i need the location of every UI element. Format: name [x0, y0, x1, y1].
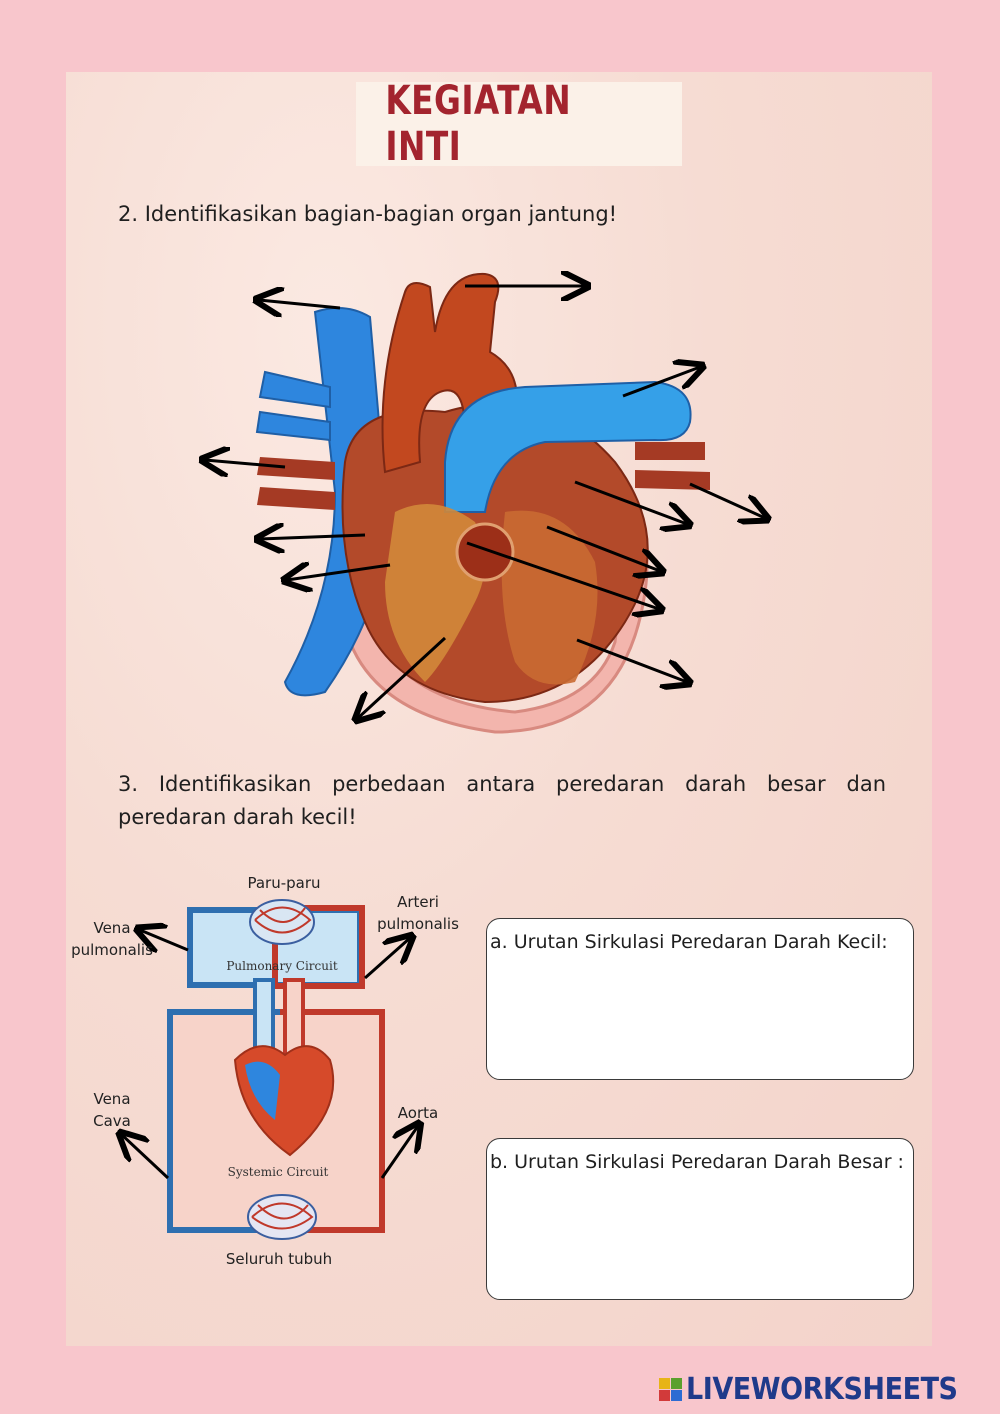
label-vena-pulmonalis: Vena pulmonalis: [62, 917, 162, 961]
label-vena-cava: Vena Cava: [62, 1088, 162, 1132]
answer-box-a[interactable]: a. Urutan Sirkulasi Peredaran Darah Keci…: [486, 918, 914, 1080]
label-arteri-pulmonalis: Arteri pulmonalis: [368, 891, 468, 935]
answer-box-b-label: b. Urutan Sirkulasi Peredaran Darah Besa…: [490, 1151, 904, 1173]
label-seluruh-tubuh: Seluruh tubuh: [214, 1248, 344, 1270]
liveworksheets-logo-icon: [659, 1378, 682, 1401]
brand-footer: LIVEWORKSHEETS: [659, 1372, 988, 1407]
question-3-line-2: peredaran darah kecil!: [118, 801, 357, 834]
label-vena-cava-line1: Vena: [62, 1088, 162, 1110]
label-arteri-pulmonalis-line2: pulmonalis: [368, 913, 468, 935]
pulmonary-veins-right: [635, 442, 710, 490]
body-capillaries: [248, 1195, 316, 1239]
label-vena-pulmonalis-line1: Vena: [62, 917, 162, 939]
heart-diagram: [195, 262, 785, 742]
pulmonary-circuit-label: Pulmonary Circuit: [226, 959, 338, 973]
label-paru-paru: Paru-paru: [234, 872, 334, 894]
label-vena-cava-line2: Cava: [62, 1110, 162, 1132]
answer-box-b[interactable]: b. Urutan Sirkulasi Peredaran Darah Besa…: [486, 1138, 914, 1300]
valve: [457, 524, 513, 580]
label-vena-pulmonalis-line2: pulmonalis: [62, 939, 162, 961]
answer-box-a-label: a. Urutan Sirkulasi Peredaran Darah Keci…: [490, 931, 888, 953]
page-title: KEGIATAN INTI: [385, 78, 652, 170]
label-aorta: Aorta: [368, 1102, 468, 1124]
brand-name: LIVEWORKSHEETS: [686, 1372, 958, 1407]
question-3-line-1: 3. Identifikasikan perbedaan antara pere…: [118, 768, 886, 801]
pulmonary-veins-left: [257, 372, 330, 440]
title-banner: KEGIATAN INTI: [356, 82, 682, 166]
label-arteri-pulmonalis-line1: Arteri: [368, 891, 468, 913]
systemic-circuit-label: Systemic Circuit: [228, 1165, 329, 1179]
question-2: 2. Identifikasikan bagian-bagian organ j…: [118, 198, 617, 231]
